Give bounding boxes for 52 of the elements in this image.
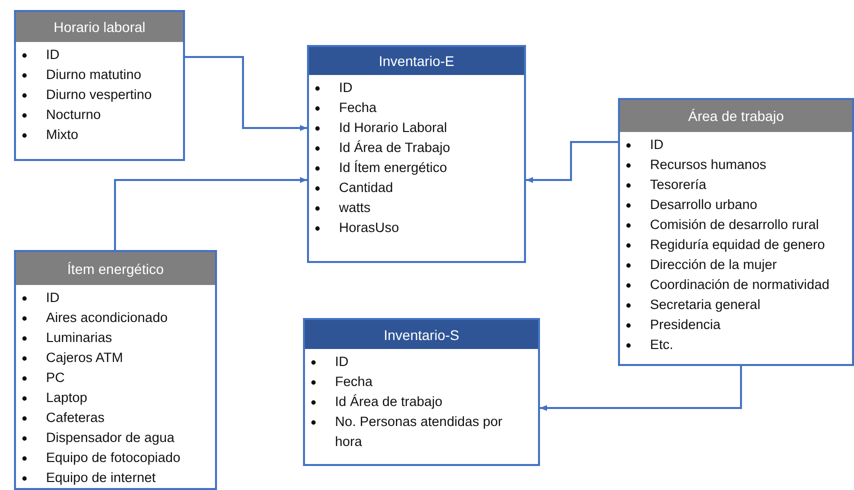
table-header: Inventario-S [305, 320, 538, 349]
table-box [14, 10, 185, 161]
list-item: Comisión de desarrollo rural [650, 216, 819, 234]
list-item: ID [46, 289, 60, 307]
list-item: HorasUso [339, 219, 400, 237]
table-box [307, 45, 526, 263]
list-item: Coordinación de normatividad [650, 276, 830, 294]
list-item: Laptop [46, 389, 88, 407]
list-item: Id Área de Trabajo [339, 139, 450, 157]
table-header: Ítem energético [16, 252, 215, 285]
list-item: ID [335, 353, 350, 371]
list-item: ID [339, 79, 352, 97]
list-item: No. Personas atendidas por hora [335, 413, 504, 451]
arrow [114, 177, 307, 250]
table-header: Horario laboral [16, 12, 183, 42]
list-item: Presidencia [650, 316, 721, 334]
list-item: PC [46, 369, 65, 387]
list-item: Cafeteras [46, 409, 105, 427]
table-box [303, 318, 540, 466]
list-item: Luminarias [46, 329, 112, 347]
list-item: Regiduría equidad de genero [650, 236, 825, 254]
table-header: Área de trabajo [620, 100, 852, 132]
list-item: Mixto [46, 126, 78, 144]
list-item: Id Horario Laboral [339, 119, 448, 137]
list-item: Tesorería [650, 176, 706, 194]
list-item: ID [46, 46, 60, 64]
list-item: Desarrollo urbano [650, 196, 758, 214]
list-item: Secretaria general [650, 296, 760, 314]
arrow [540, 366, 742, 411]
table-header: Inventario-E [309, 47, 524, 75]
list-item: Nocturno [46, 106, 101, 124]
table-box [618, 98, 854, 366]
list-item: Dirección de la mujer [650, 256, 777, 274]
list-item: Fecha [339, 99, 377, 117]
list-item: Dispensador de agua [46, 429, 174, 447]
list-item: watts [339, 199, 371, 217]
list-item: Equipo de internet [46, 469, 156, 487]
list-item: Fecha [335, 373, 374, 391]
arrow [526, 141, 618, 183]
table-box [14, 250, 217, 490]
list-item: Id Ítem energético [339, 159, 448, 177]
list-item: Equipo de fotocopiado [46, 449, 180, 467]
list-item: Etc. [650, 336, 674, 354]
list-item: Cajeros ATM [46, 349, 124, 367]
list-item: Id Área de trabajo [335, 393, 444, 411]
list-item: ID [650, 136, 664, 154]
list-item: Diurno vespertino [46, 86, 152, 104]
list-item: Aires acondicionado [46, 309, 168, 327]
list-item: Cantidad [339, 179, 394, 197]
arrow [185, 56, 307, 131]
list-item: Diurno matutino [46, 66, 142, 84]
list-item: Recursos humanos [650, 156, 766, 174]
